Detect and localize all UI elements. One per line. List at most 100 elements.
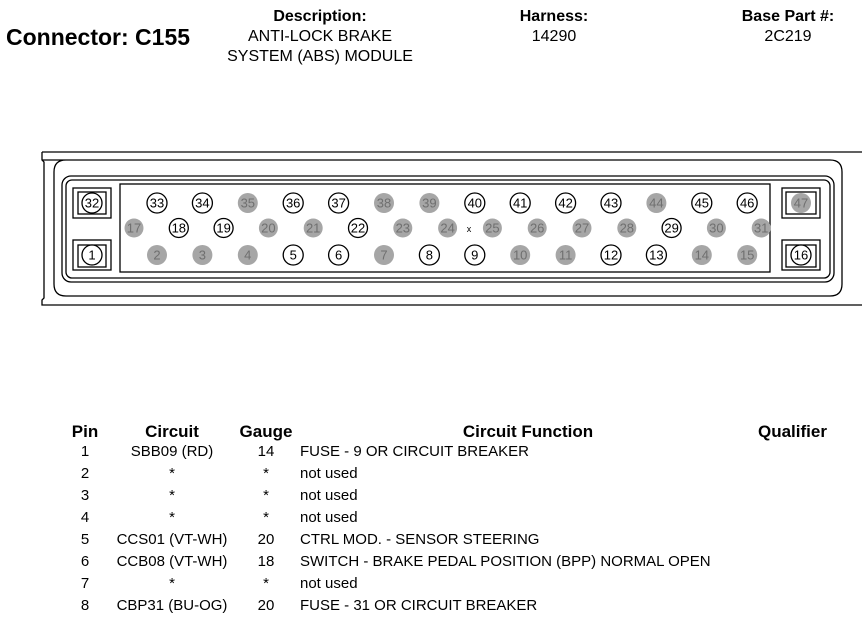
cell-pin: 5 bbox=[80, 531, 90, 548]
connector-inner-frame bbox=[61, 175, 835, 283]
pin-cavity bbox=[464, 244, 486, 266]
cell-function: FUSE - 31 OR CIRCUIT BREAKER bbox=[300, 597, 538, 614]
pin-label: 25 bbox=[485, 221, 499, 236]
pin-label: 23 bbox=[396, 221, 410, 236]
description-line-2: SYSTEM (ABS) MODULE bbox=[227, 48, 413, 65]
pin-6: 6 bbox=[327, 244, 350, 266]
pin-label: 22 bbox=[351, 221, 365, 236]
pin-label: 31 bbox=[754, 221, 768, 236]
pin-36: 36 bbox=[282, 192, 304, 214]
base-part-value: 2C219 bbox=[764, 28, 812, 45]
base-part-block: Base Part #: 2C219 bbox=[720, 7, 856, 47]
header-circuit-function: Circuit Function bbox=[462, 422, 594, 441]
pin-cavity bbox=[527, 218, 547, 238]
pin-cavity bbox=[237, 193, 258, 213]
pin-26: 26 bbox=[527, 218, 547, 238]
pin-15: 15 bbox=[737, 245, 758, 265]
pin-18: 18 bbox=[168, 217, 189, 239]
pin-46: 46 bbox=[736, 192, 758, 214]
cell-function: SWITCH - BRAKE PEDAL POSITION (BPP) NORM… bbox=[300, 553, 711, 570]
pin-cavity bbox=[168, 217, 189, 239]
harness-value: 14290 bbox=[531, 28, 577, 45]
cell-function: not used bbox=[300, 509, 358, 526]
pin-label: 42 bbox=[558, 196, 572, 211]
pin-cavity bbox=[374, 245, 394, 265]
pin-label: 6 bbox=[335, 248, 342, 263]
pin-label: 11 bbox=[559, 248, 573, 263]
pin-cavity bbox=[146, 192, 168, 214]
harness-label: Harness: bbox=[519, 8, 589, 25]
pin-label: 18 bbox=[172, 221, 186, 236]
pin-cavity bbox=[192, 245, 213, 265]
pin-cavity bbox=[791, 193, 811, 213]
pin-label: 7 bbox=[380, 248, 387, 263]
pin-cavity bbox=[237, 245, 258, 265]
pin-label: 46 bbox=[740, 196, 754, 211]
harness-block: Harness: 14290 bbox=[494, 7, 614, 47]
pin-label: 4 bbox=[244, 248, 251, 263]
cell-circuit: * bbox=[169, 509, 175, 526]
cell-circuit: * bbox=[169, 465, 175, 482]
pin-20: 20 bbox=[258, 218, 278, 238]
pin-label: 41 bbox=[513, 196, 527, 211]
pin-cavity bbox=[555, 245, 576, 265]
pin-32: 32 bbox=[81, 192, 103, 214]
pin-29: 29 bbox=[661, 217, 682, 239]
pin-cavity bbox=[790, 244, 812, 266]
base-part-label: Base Part #: bbox=[741, 8, 835, 25]
pin-label: 44 bbox=[649, 196, 663, 211]
pin-cavity bbox=[661, 217, 682, 239]
pin-33: 33 bbox=[146, 192, 168, 214]
pin-label: 10 bbox=[513, 248, 527, 263]
pin-label: 38 bbox=[377, 196, 391, 211]
cell-function: CTRL MOD. - SENSOR STEERING bbox=[300, 531, 540, 548]
pin-label: 39 bbox=[422, 196, 436, 211]
pin-cavity bbox=[124, 218, 144, 238]
pin-cavity bbox=[509, 192, 531, 214]
header-circuit: Circuit bbox=[145, 422, 199, 441]
header-gauge: Gauge bbox=[239, 422, 293, 441]
pin-label: 26 bbox=[530, 221, 544, 236]
pin-7: 7 bbox=[374, 245, 394, 265]
pin-10: 10 bbox=[510, 245, 531, 265]
pin-47: 47 bbox=[791, 193, 811, 213]
pin-cavity bbox=[482, 218, 502, 238]
pin-4: 4 bbox=[237, 245, 258, 265]
cell-pin: 7 bbox=[80, 575, 90, 592]
pin-43: 43 bbox=[600, 192, 622, 214]
pin-label: 37 bbox=[331, 196, 345, 211]
cell-gauge: 18 bbox=[257, 553, 275, 570]
cell-gauge: 20 bbox=[257, 531, 275, 548]
pin-cavity bbox=[736, 192, 758, 214]
pin-label: 12 bbox=[604, 248, 618, 263]
pin-cavity bbox=[419, 193, 440, 213]
cell-function: FUSE - 9 OR CIRCUIT BREAKER bbox=[300, 443, 529, 460]
pin-cavity bbox=[464, 192, 486, 214]
pin-label: 21 bbox=[306, 221, 320, 236]
polarization-key-mark: x bbox=[467, 224, 472, 234]
pin-cavity bbox=[327, 192, 350, 214]
cell-circuit: * bbox=[169, 575, 175, 592]
pin-35: 35 bbox=[237, 193, 258, 213]
pin-19: 19 bbox=[213, 217, 234, 239]
pin-12: 12 bbox=[600, 244, 622, 266]
cell-gauge: 20 bbox=[257, 597, 275, 614]
pin-label: 43 bbox=[604, 196, 618, 211]
pin-cavity bbox=[646, 193, 667, 213]
pin-label: 24 bbox=[440, 221, 454, 236]
cell-gauge: * bbox=[263, 509, 269, 526]
right-pocket-bottom bbox=[781, 239, 821, 271]
pin-9: 9 bbox=[464, 244, 486, 266]
pin-cavity bbox=[438, 218, 458, 238]
pin-cavity bbox=[572, 218, 592, 238]
description-line-1: ANTI-LOCK BRAKE bbox=[247, 28, 393, 45]
pin-cavity bbox=[617, 218, 637, 238]
pin-cavity bbox=[418, 244, 441, 266]
pin-8: 8 bbox=[418, 244, 441, 266]
pin-23: 23 bbox=[393, 218, 413, 238]
pin-21: 21 bbox=[303, 218, 323, 238]
pin-30: 30 bbox=[706, 218, 726, 238]
pin-44: 44 bbox=[646, 193, 667, 213]
pin-label: 13 bbox=[649, 248, 663, 263]
